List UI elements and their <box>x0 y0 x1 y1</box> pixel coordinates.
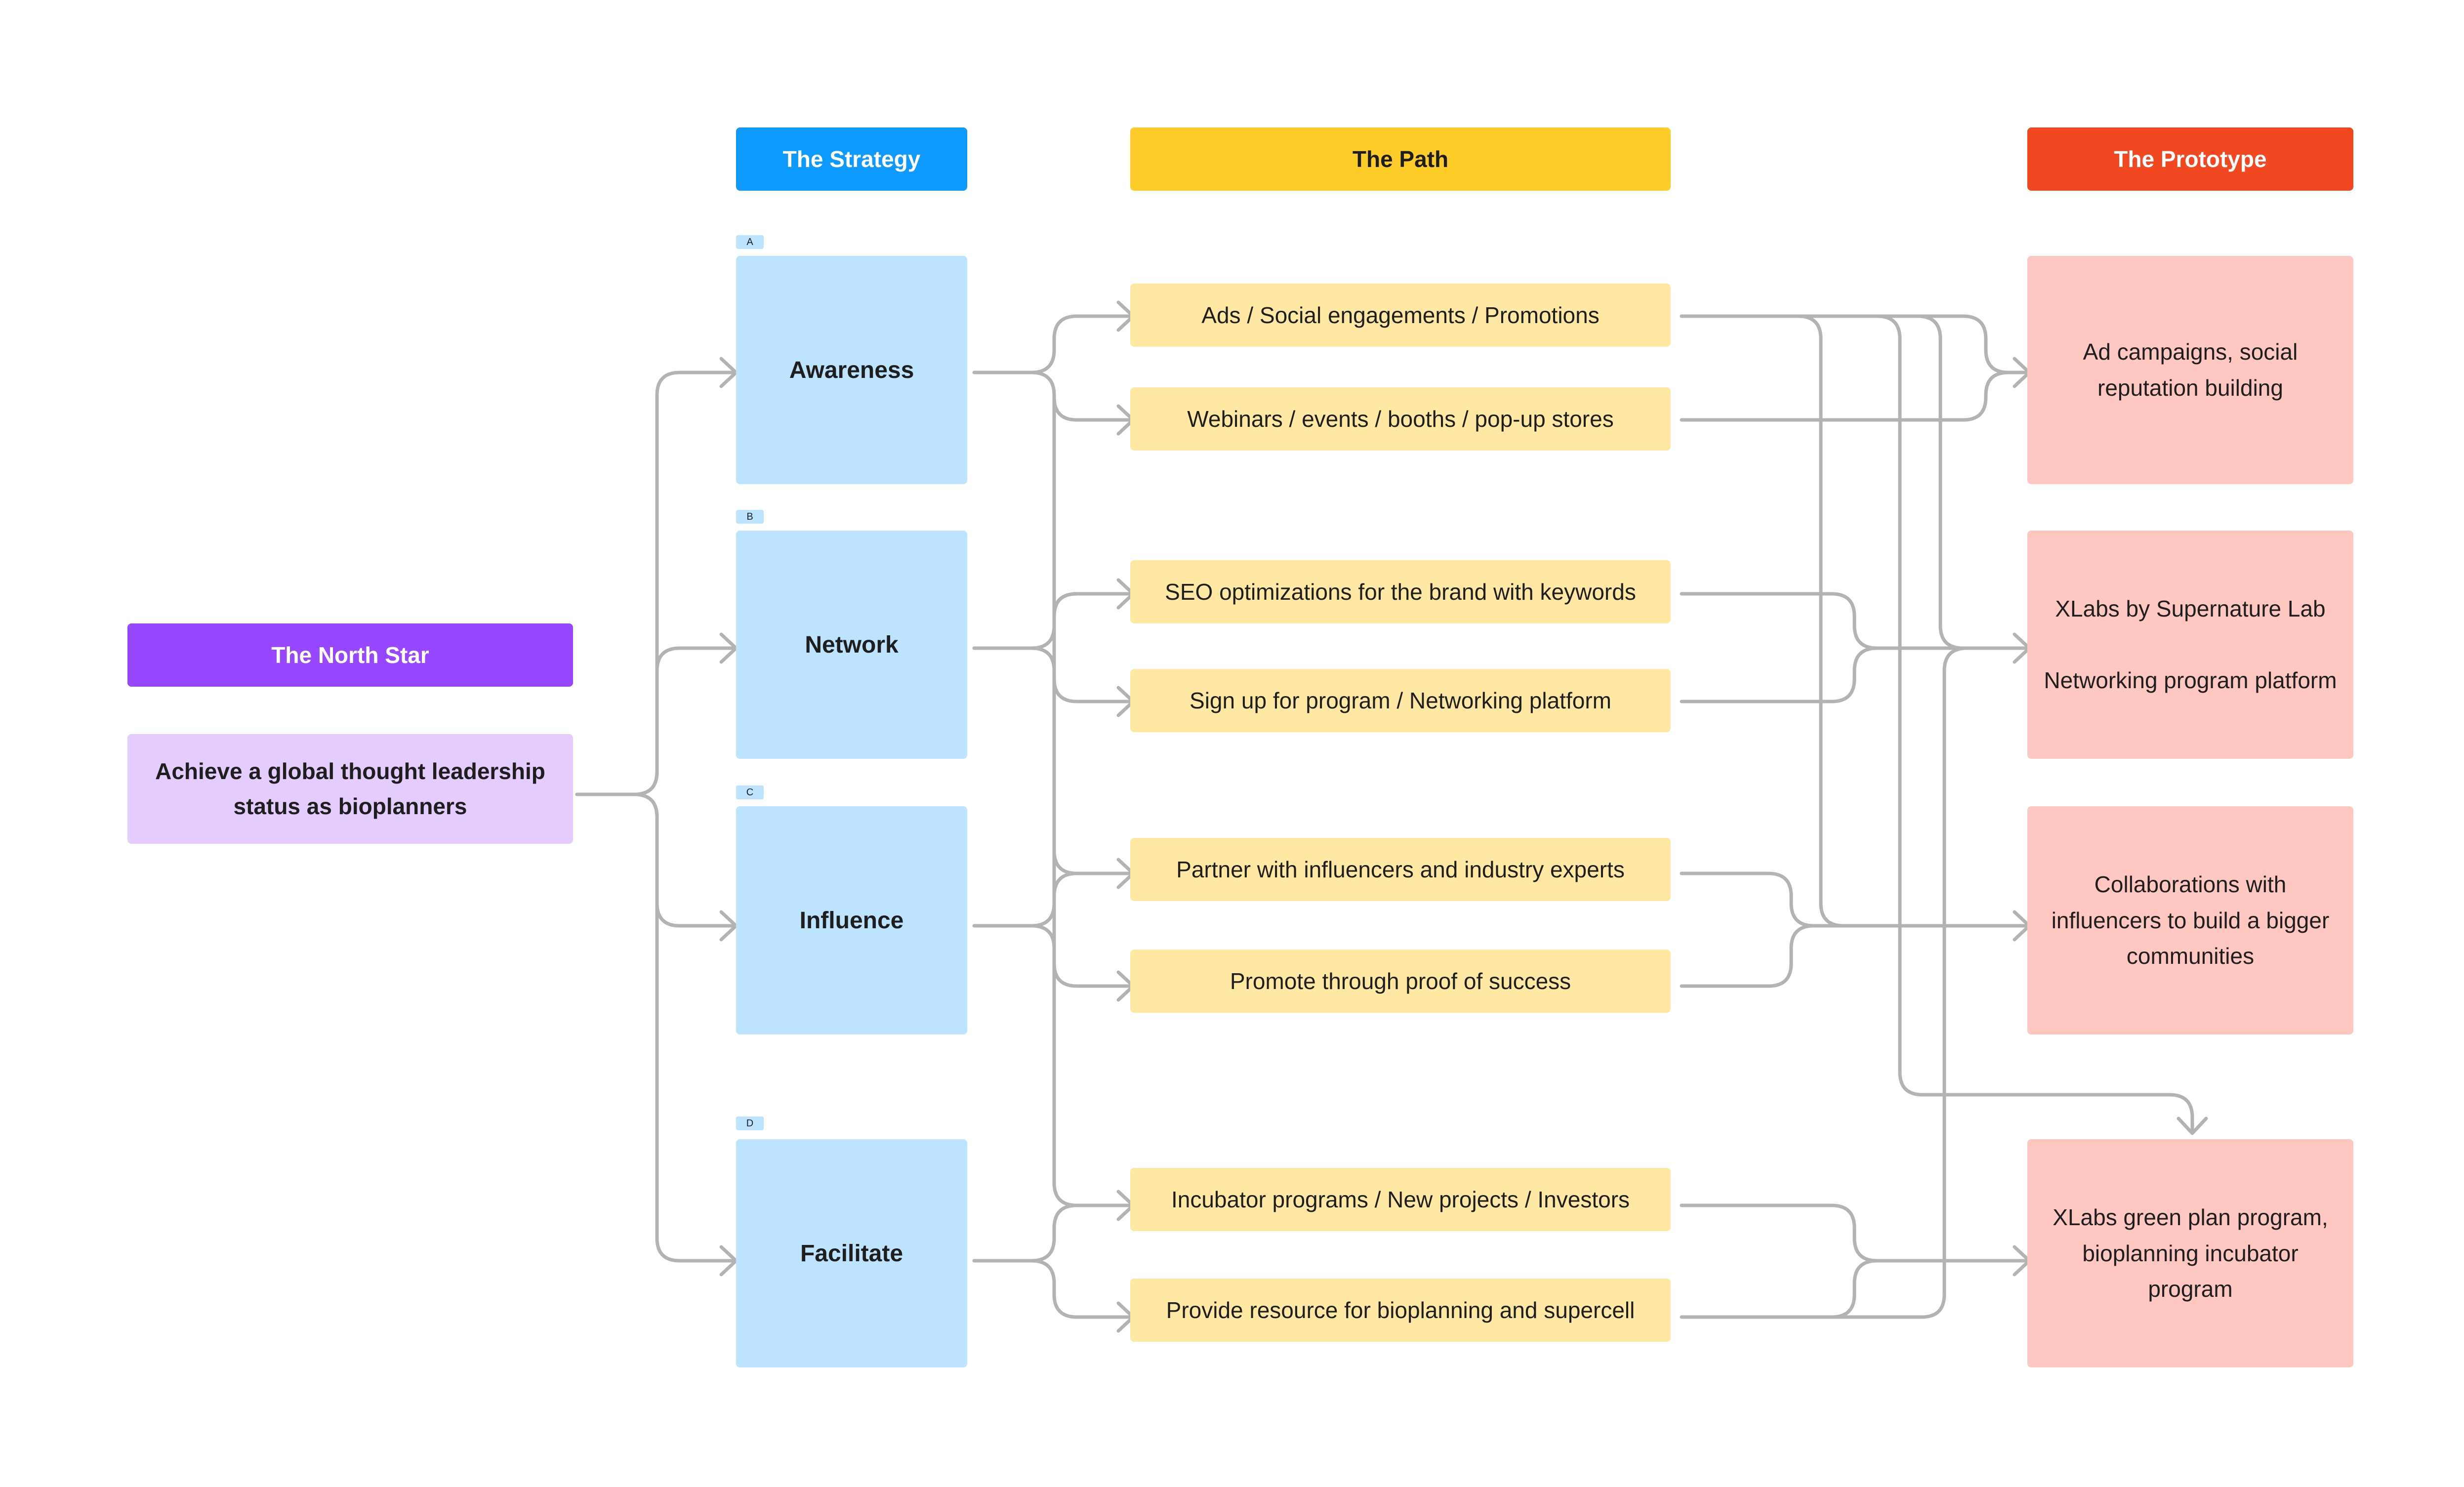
strategy-tag-c: C <box>736 785 764 799</box>
strategy-awareness: Awareness <box>736 256 967 484</box>
connector-seo-proto2 <box>1680 592 2029 650</box>
prototype-header: The Prototype <box>2027 127 2353 191</box>
goal-card: Achieve a global thought leadership stat… <box>127 734 573 844</box>
strategy-influence: Influence <box>736 806 967 1034</box>
connector-ads-proto3 <box>1796 314 1846 928</box>
north-star-header: The North Star <box>127 623 573 687</box>
connector-partner-proto3 <box>1680 871 2029 928</box>
strategy-tag-a: A <box>736 235 764 249</box>
path-partner: Partner with influencers and industry ex… <box>1130 838 1671 901</box>
connector-awareness-ads <box>972 314 1133 374</box>
path-header: The Path <box>1130 127 1671 191</box>
path-webinars: Webinars / events / booths / pop-up stor… <box>1130 387 1671 451</box>
connector-facilitate-resource <box>1029 1259 1133 1319</box>
prototype-green-plan: XLabs green plan program, bioplanning in… <box>2027 1139 2353 1367</box>
connector-awareness-webinars <box>1029 371 1133 422</box>
connector-goal-facilitate <box>632 792 737 1263</box>
connector-incubator-proto4 <box>1680 1203 2029 1263</box>
connector-resource-proto2 <box>1830 646 1969 1319</box>
prototype-ad-campaigns: Ad campaigns, social reputation building <box>2027 256 2353 484</box>
strategy-tag-d: D <box>736 1116 764 1130</box>
connector-ads-proto4 <box>1875 314 2194 1133</box>
connector-promote-proto3 <box>1680 924 1816 988</box>
connector-facilitate-incubator <box>972 1203 1133 1263</box>
connector-goal-network <box>632 646 737 796</box>
path-incubator: Incubator programs / New projects / Inve… <box>1130 1168 1671 1231</box>
connector-network-signup <box>1029 646 1133 703</box>
connector-awareness-trunk <box>1052 393 1133 1207</box>
connector-influence-promote <box>1029 924 1133 988</box>
connector-influence-partner <box>972 871 1133 928</box>
connector-ads-proto1 <box>1680 314 2029 374</box>
prototype-xlabs-network: XLabs by Supernature Lab Networking prog… <box>2027 531 2353 759</box>
path-promote: Promote through proof of success <box>1130 950 1671 1013</box>
connector-webinars-proto1 <box>1680 371 2011 422</box>
strategy-header: The Strategy <box>736 127 967 191</box>
connector-network-seo <box>972 592 1133 650</box>
connector-resource-proto4 <box>1680 1259 1879 1319</box>
path-ads: Ads / Social engagements / Promotions <box>1130 284 1671 347</box>
prototype-collaborations: Collaborations with influencers to build… <box>2027 806 2353 1034</box>
connector-ads-proto2 <box>1916 314 1965 650</box>
path-resource: Provide resource for bioplanning and sup… <box>1130 1279 1671 1342</box>
strategy-network: Network <box>736 531 967 759</box>
path-seo: SEO optimizations for the brand with key… <box>1130 560 1671 623</box>
strategy-tag-b: B <box>736 510 764 524</box>
connector-signup-proto2 <box>1680 646 1879 703</box>
connector-goal-influence <box>632 792 737 928</box>
strategy-facilitate: Facilitate <box>736 1139 967 1367</box>
path-signup: Sign up for program / Networking platfor… <box>1130 669 1671 732</box>
